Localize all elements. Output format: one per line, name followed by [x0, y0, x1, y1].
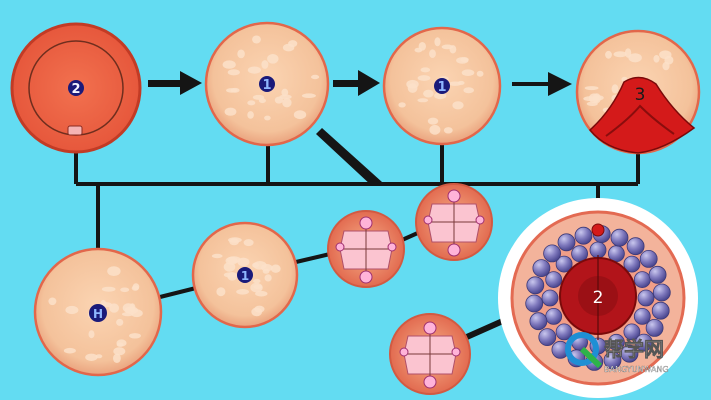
granule-cluster	[525, 225, 671, 371]
cell-label: 1	[241, 269, 249, 283]
granule	[623, 255, 641, 273]
granule	[543, 244, 561, 263]
granule	[645, 318, 664, 337]
granule	[574, 226, 593, 245]
watermark: 帮学网 BANGYUNWANG	[565, 332, 669, 374]
arrow-icon	[148, 71, 202, 95]
granule-cell: 2	[498, 198, 698, 398]
cell-label: 1	[437, 80, 446, 95]
granule	[637, 289, 655, 307]
granule	[635, 333, 653, 352]
granule	[626, 237, 645, 256]
granule	[541, 289, 559, 307]
watermark-subtitle: BANGYUNWANG	[604, 365, 669, 374]
granule	[555, 255, 573, 273]
granule	[545, 307, 563, 325]
granule	[526, 276, 545, 295]
arrow-icon	[333, 70, 380, 96]
cell-label: 1	[262, 78, 271, 93]
arrow-icon	[512, 72, 572, 96]
granule	[651, 301, 670, 320]
granule	[608, 333, 625, 351]
dividing-cell	[415, 183, 493, 261]
dividing-cell	[389, 313, 471, 395]
cell: 1	[382, 26, 502, 146]
cell-texture	[222, 35, 320, 121]
granule	[525, 294, 544, 313]
red-cell: 2	[10, 22, 142, 154]
granule	[529, 312, 548, 331]
diagonal-wedge	[316, 128, 382, 186]
cell: 1	[191, 221, 299, 329]
cell: H	[33, 247, 163, 377]
granule	[557, 233, 576, 252]
cell: 1	[204, 21, 330, 147]
watermark-logo-icon	[565, 332, 599, 366]
dividing-cell	[327, 210, 405, 288]
granule	[639, 249, 658, 268]
cell-label: 2	[593, 288, 604, 308]
cell-label: H	[93, 307, 103, 321]
granule	[633, 271, 651, 289]
granule	[538, 328, 557, 347]
granule	[648, 265, 667, 284]
granule	[623, 323, 641, 341]
granule	[620, 344, 639, 363]
granule	[633, 307, 651, 325]
ruptured-cell: 3	[575, 29, 701, 155]
granule	[532, 259, 551, 278]
granule	[603, 351, 622, 370]
granule	[555, 323, 573, 341]
granule	[652, 283, 671, 302]
granule	[610, 228, 629, 247]
cell-label: 3	[635, 85, 646, 105]
connector-lines	[74, 140, 640, 343]
watermark-title: 帮学网	[604, 337, 664, 361]
cell-label: 2	[71, 82, 80, 97]
granule	[545, 271, 563, 289]
